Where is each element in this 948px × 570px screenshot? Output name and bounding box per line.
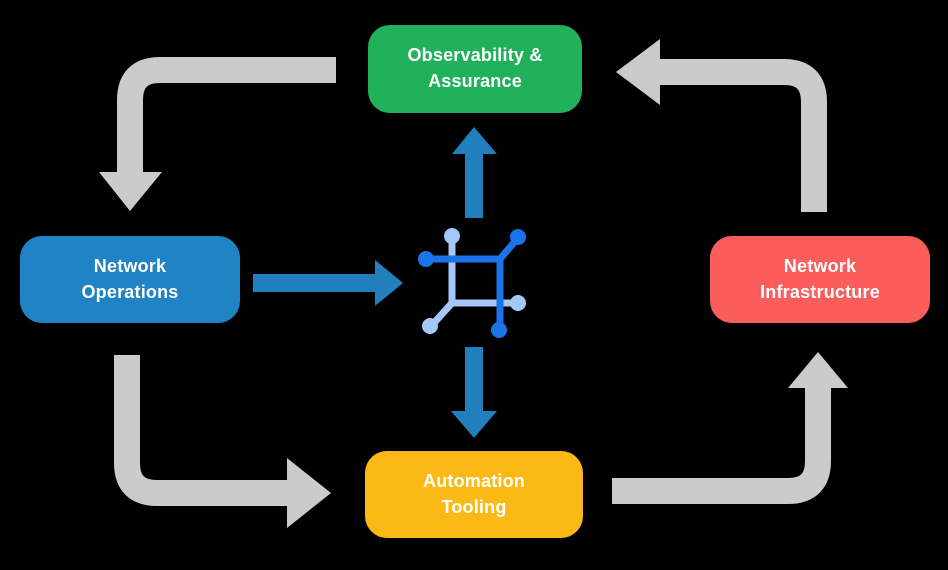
node-network-operations: Network Operations: [20, 236, 240, 323]
arrow-operations-to-automation: [114, 355, 331, 528]
arrow-operations-to-center: [253, 260, 403, 306]
node-automation-tooling: Automation Tooling: [365, 451, 583, 538]
node-observability-assurance: Observability & Assurance: [368, 25, 582, 113]
arrow-observability-to-operations: [99, 57, 336, 211]
arrow-center-to-automation: [451, 347, 497, 438]
arrow-automation-to-infrastructure: [612, 352, 848, 504]
node-observability-assurance-label: Observability & Assurance: [407, 45, 543, 91]
arrow-infrastructure-to-observability: [616, 39, 827, 212]
node-network-infrastructure-label: Network Infrastructure: [760, 255, 880, 302]
node-automation-tooling-label: Automation Tooling: [423, 470, 525, 517]
network-fabric-icon: [418, 228, 526, 338]
node-network-operations-label: Network Operations: [81, 255, 179, 302]
node-network-infrastructure: Network Infrastructure: [710, 236, 930, 323]
arrow-center-to-observability: [452, 127, 497, 218]
